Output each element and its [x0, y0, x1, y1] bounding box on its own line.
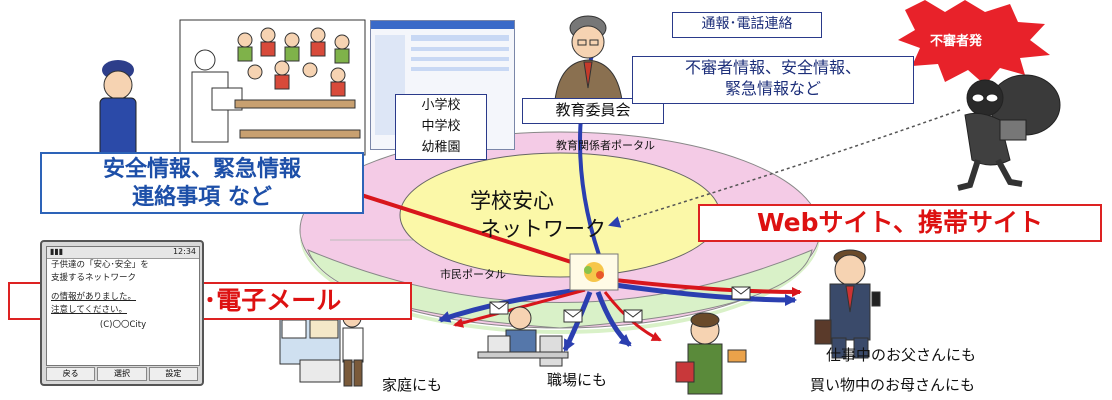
education-portal-label: 教育関係者ポータル	[556, 139, 655, 152]
phone-status-time: 12:34	[172, 247, 196, 256]
mobile-phone: ▮▮▮ 12:34 子供達の「安心･安全」を 支援するネットワーク の情報があり…	[40, 240, 204, 386]
safety-info-box: 安全情報、緊急情報 連絡事項 など	[40, 152, 364, 214]
school-kindergarten: 幼稚園	[421, 140, 461, 155]
safety-to-hub-line	[329, 183, 591, 270]
phone-message-line: 注意してください。	[51, 305, 127, 315]
network-hub-thumbnail	[569, 253, 619, 291]
father-businessman-icon	[814, 249, 881, 359]
office-worker-icon	[477, 306, 569, 367]
screenshot-header-bar	[371, 21, 514, 29]
thief-icon	[957, 74, 1061, 191]
envelope-icon	[489, 286, 751, 323]
phone-message-line: 支援するネットワーク	[51, 273, 137, 283]
safety-info-line2: 連絡事項 など	[132, 185, 272, 210]
suspicious-alert-text: 不審者発	[930, 34, 983, 49]
phone-status-bar: ▮▮▮ 12:34	[47, 247, 199, 259]
shopping-mother-label: 買い物中のお母さんにも	[810, 376, 976, 394]
mobile-phone-screen: ▮▮▮ 12:34 子供達の「安心･安全」を 支援するネットワーク の情報があり…	[46, 246, 200, 366]
classroom-icon	[179, 19, 366, 156]
phone-softkeys: 戻る 選択 設定	[46, 367, 198, 381]
phone-select-key[interactable]: 選択	[97, 367, 147, 381]
phone-message-line: の情報がありました。	[51, 292, 137, 302]
phone-back-key[interactable]: 戻る	[46, 367, 96, 381]
screenshot-line	[411, 35, 509, 41]
working-father-label: 仕事中のお父さんにも	[826, 346, 977, 364]
suspicious-alert-burst	[898, 0, 1050, 85]
web-mobile-site-box: Webサイト、携帯サイト	[698, 204, 1102, 242]
phone-copyright: (C)〇〇City	[99, 320, 147, 330]
home-woman-icon	[279, 308, 364, 387]
official-man-icon	[554, 15, 623, 101]
screenshot-line	[411, 47, 509, 51]
safety-info-line1: 安全情報、緊急情報	[102, 157, 301, 182]
signal-icon: ▮▮▮	[50, 247, 64, 256]
to-home-label: 家庭にも	[382, 376, 443, 394]
network-title-line1: 学校安心	[470, 189, 554, 213]
schools-box: 小学校 中学校 幼稚園	[395, 94, 487, 160]
suspicious-info-line1: 不審者情報、安全情報、	[684, 58, 861, 77]
website-screenshot	[370, 20, 515, 150]
school-junior-high: 中学校	[421, 119, 461, 134]
citizen-portal-label: 市民ポータル	[440, 268, 506, 281]
shopkeeper-icon	[675, 312, 747, 395]
network-title-line2: ネットワーク	[480, 217, 606, 241]
report-contact-label: 通報･電話連絡	[672, 12, 822, 38]
suspicious-info-box: 不審者情報、安全情報、 緊急情報など	[632, 56, 914, 104]
school-elementary: 小学校	[421, 98, 461, 113]
phone-settings-key[interactable]: 設定	[148, 367, 198, 381]
screenshot-line	[411, 57, 509, 61]
to-workplace-label: 職場にも	[547, 371, 608, 389]
screenshot-line	[411, 67, 509, 71]
suspicious-info-line2: 緊急情報など	[724, 79, 821, 98]
phone-message-line: 子供達の「安心･安全」を	[51, 260, 149, 270]
